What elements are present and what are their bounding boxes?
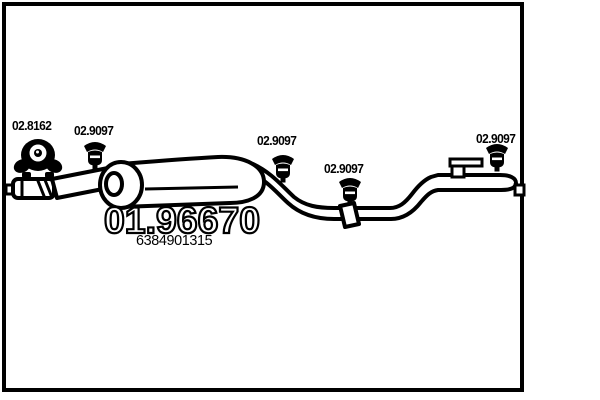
- oem-reference-number: 6384901315: [136, 232, 213, 249]
- ref-label-clamp-2: 02.9097: [257, 133, 297, 148]
- clamp-icon-1: [84, 142, 106, 170]
- frame-border: [2, 2, 524, 392]
- tail-pipe: [247, 162, 518, 221]
- ref-label-clamp-3: 02.9097: [324, 161, 364, 176]
- clamp-icon-3: [339, 178, 361, 206]
- ref-label-mount: 02.8162: [12, 118, 52, 133]
- band-clamp-shape: [338, 201, 361, 229]
- clamp-icon-4: [486, 144, 508, 172]
- tailpipe-end-marker: [513, 183, 526, 197]
- ref-label-clamp-4: 02.9097: [476, 131, 516, 146]
- hanger-bracket-shape: [448, 157, 484, 179]
- inlet-pipe: [4, 166, 115, 200]
- silencer-shape: [98, 154, 266, 210]
- ref-label-clamp-1: 02.9097: [74, 123, 114, 138]
- main-part-code: 01.96670: [104, 200, 260, 241]
- rubber-mount-icon: [13, 139, 63, 178]
